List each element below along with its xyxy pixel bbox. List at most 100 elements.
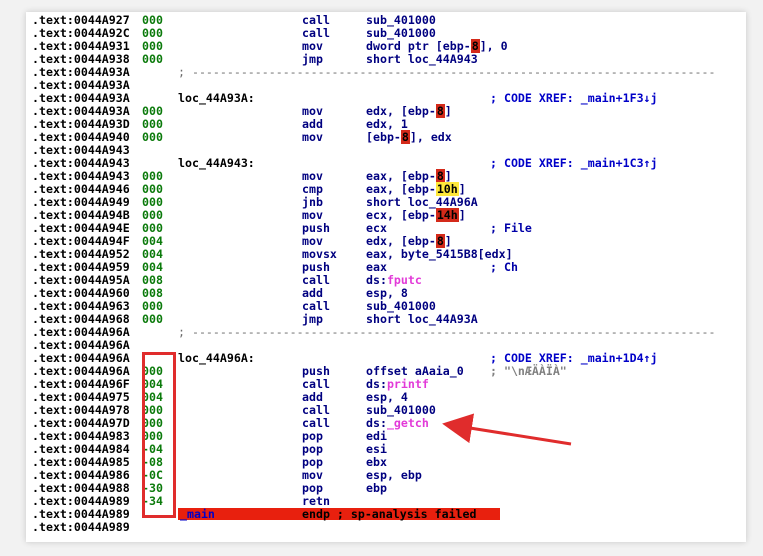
xref-comment: ; CODE XREF: _main+1D4↑j [490, 351, 658, 365]
stack-pointer-value: -0C [142, 468, 163, 482]
stack-pointer-value: -04 [142, 442, 163, 456]
mnemonic: mov [302, 130, 323, 144]
operand: eax, [ebp-8] [366, 169, 452, 183]
operand: ebp [366, 481, 387, 495]
stack-pointer-annotation-box [142, 352, 176, 518]
listing-row[interactable]: .text:0044A989 [32, 521, 746, 534]
stack-pointer-value: 000 [142, 182, 163, 196]
highlighted-offset: 14h [435, 208, 459, 222]
address: .text:0044A978 [32, 403, 130, 417]
comment: ; "\nÆÄÀÏÀ" [490, 364, 567, 378]
code-label: loc_44A93A: [178, 91, 255, 105]
mnemonic: add [302, 286, 323, 300]
listing-row[interactable]: .text:0044A96A; ------------------------… [32, 326, 746, 339]
listing-row[interactable]: .text:0044A943 000 mov eax, [ebp-8] [32, 169, 746, 183]
operand-suffix: ] [444, 169, 452, 183]
stack-pointer-value: 000 [142, 169, 163, 183]
mnemonic: mov [302, 169, 323, 183]
operand: short loc_44A93A [366, 312, 478, 326]
listing-row[interactable]: .text:0044A96A [32, 339, 746, 352]
highlighted-offset: 8 [470, 39, 480, 53]
operand-suffix: ] [458, 182, 466, 196]
operand-prefix: ds: [366, 416, 387, 430]
address: .text:0044A97D [32, 416, 130, 430]
xref-comment: ; CODE XREF: _main+1F3↓j [490, 91, 658, 105]
mnemonic: cmp [302, 182, 323, 196]
stack-pointer-value: 000 [142, 221, 163, 235]
mnemonic: mov [302, 468, 323, 482]
mnemonic: push [302, 364, 330, 378]
stack-pointer-value: 000 [142, 364, 163, 378]
separator-line: ; --------------------------------------… [178, 325, 716, 339]
mnemonic: push [302, 260, 330, 274]
stack-pointer-value: 004 [142, 247, 163, 261]
stack-pointer-value: 000 [142, 299, 163, 313]
arrow-line [442, 413, 572, 446]
address: .text:0044A943 [32, 156, 130, 170]
mnemonic: push [302, 221, 330, 235]
address: .text:0044A94E [32, 221, 130, 235]
address: .text:0044A927 [32, 13, 130, 27]
address: .text:0044A96A [32, 338, 130, 352]
operand-prefix: ds: [366, 273, 387, 287]
address: .text:0044A989 [32, 507, 130, 521]
stack-pointer-value: 004 [142, 377, 163, 391]
stack-pointer-value: 000 [142, 429, 163, 443]
address: .text:0044A94F [32, 234, 130, 248]
address: .text:0044A92C [32, 26, 130, 40]
operand-prefix: ecx, [ebp- [366, 208, 436, 222]
address: .text:0044A960 [32, 286, 130, 300]
highlighted-offset: 8 [435, 104, 445, 118]
mnemonic: mov [302, 104, 323, 118]
listing-row[interactable]: .text:0044A93A; ------------------------… [32, 66, 746, 79]
xref-comment: ; CODE XREF: _main+1C3↑j [490, 156, 658, 170]
imported-function: fputc [386, 273, 422, 287]
mnemonic: mov [302, 39, 323, 53]
mnemonic: jmp [302, 312, 323, 326]
listing-row[interactable]: .text:0044A93A [32, 79, 746, 92]
address: .text:0044A96A [32, 351, 130, 365]
operand: sub_401000 [366, 13, 436, 27]
address: .text:0044A984 [32, 442, 130, 456]
operand-suffix: ] [458, 208, 466, 222]
listing-row[interactable]: .text:0044A943 [32, 144, 746, 157]
operand: edx, 1 [366, 117, 408, 131]
stack-pointer-value: 000 [142, 416, 163, 430]
address: .text:0044A943 [32, 169, 130, 183]
operand: esp, 8 [366, 286, 408, 300]
